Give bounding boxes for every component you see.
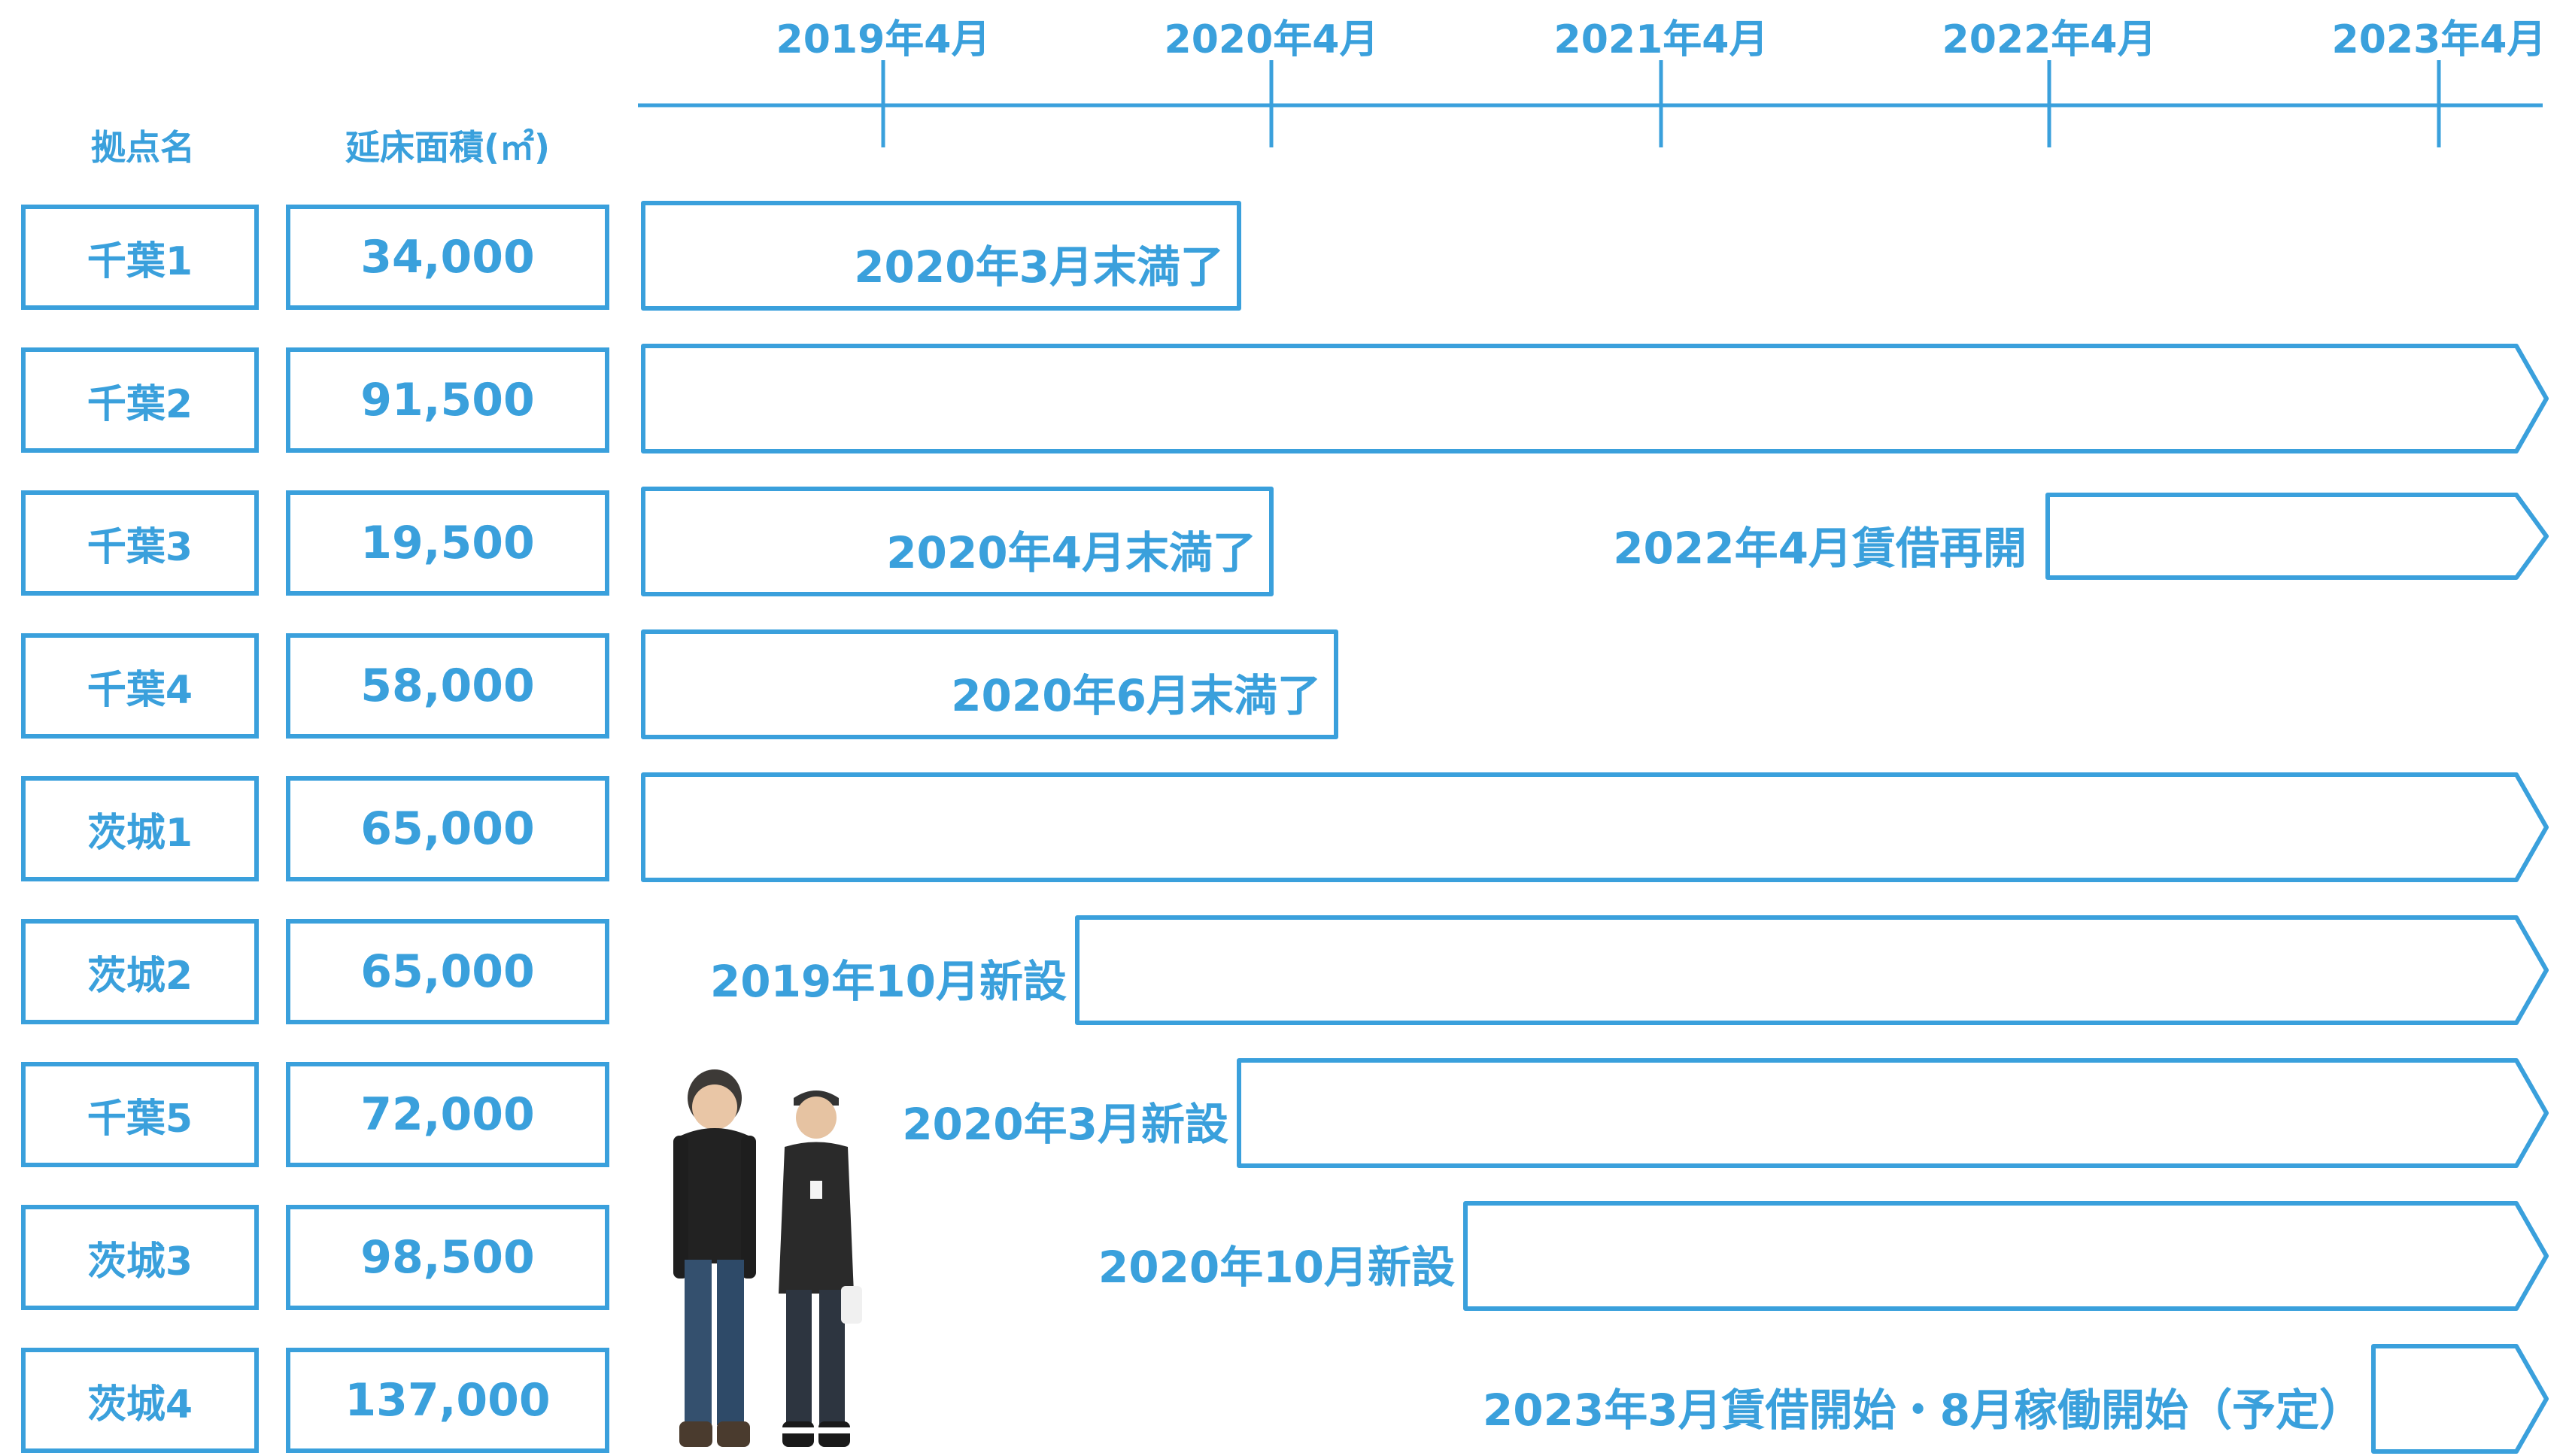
lease-status-label: 2020年6月末満了: [951, 670, 1321, 721]
lease-status-label: 2020年3月新設: [902, 1099, 1228, 1150]
lease-bar-ended: [641, 629, 1338, 739]
site-name-cell: 千葉3: [21, 490, 259, 596]
lease-bar-ongoing: [1463, 1201, 2549, 1311]
header-site-name: 拠点名: [91, 127, 195, 168]
floor-area-cell: 72,000: [286, 1062, 609, 1167]
lease-bar-ongoing: [1075, 915, 2549, 1025]
lease-status-label: 2019年10月新設: [709, 956, 1067, 1007]
timeline-tick-label: 2022年4月: [1942, 17, 2157, 62]
lease-resume-label: 2022年4月賃借再開: [1613, 523, 2027, 574]
site-name-cell: 茨城1: [21, 776, 259, 881]
floor-area-cell: 65,000: [286, 919, 609, 1024]
site-name-cell: 千葉4: [21, 633, 259, 739]
person-right: [779, 1090, 862, 1447]
timeline-tick-label: 2023年4月: [2331, 17, 2546, 62]
header-floor-area: 延床面積(㎡): [345, 127, 551, 168]
lease-bar-ended: [641, 487, 1274, 596]
timeline-tick-label: 2020年4月: [1164, 17, 1379, 62]
floor-area-cell: 58,000: [286, 633, 609, 739]
lease-status-label: 2023年3月賃借開始・8月稼働開始（予定）: [1482, 1385, 2363, 1436]
lease-bar-ongoing: [641, 772, 2549, 882]
site-name-cell: 千葉5: [21, 1062, 259, 1167]
lease-status-label: 2020年10月新設: [1098, 1242, 1455, 1293]
staff-photo: [673, 1069, 862, 1447]
timeline-tick-label: 2019年4月: [776, 17, 991, 62]
floor-area-cell: 91,500: [286, 347, 609, 453]
site-name-cell: 茨城4: [21, 1348, 259, 1453]
floor-area-cell: 19,500: [286, 490, 609, 596]
floor-area-cell: 34,000: [286, 205, 609, 310]
site-name-cell: 千葉1: [21, 205, 259, 310]
lease-status-label: 2020年4月末満了: [886, 527, 1256, 578]
site-name-cell: 茨城2: [21, 919, 259, 1024]
lease-bar-ongoing: [641, 344, 2549, 453]
floor-area-cell: 65,000: [286, 776, 609, 881]
lease-bar-ongoing: [2045, 493, 2549, 580]
site-name-cell: 茨城3: [21, 1205, 259, 1310]
person-left: [673, 1069, 756, 1447]
lease-bar-ongoing: [1237, 1058, 2549, 1168]
lease-status-label: 2020年3月末満了: [854, 241, 1224, 293]
floor-area-cell: 137,000: [286, 1348, 609, 1453]
lease-bar-ongoing: [2371, 1344, 2549, 1454]
site-name-cell: 千葉2: [21, 347, 259, 453]
timeline-tick-label: 2021年4月: [1553, 17, 1769, 62]
lease-bar-ended: [641, 201, 1241, 311]
floor-area-cell: 98,500: [286, 1205, 609, 1310]
